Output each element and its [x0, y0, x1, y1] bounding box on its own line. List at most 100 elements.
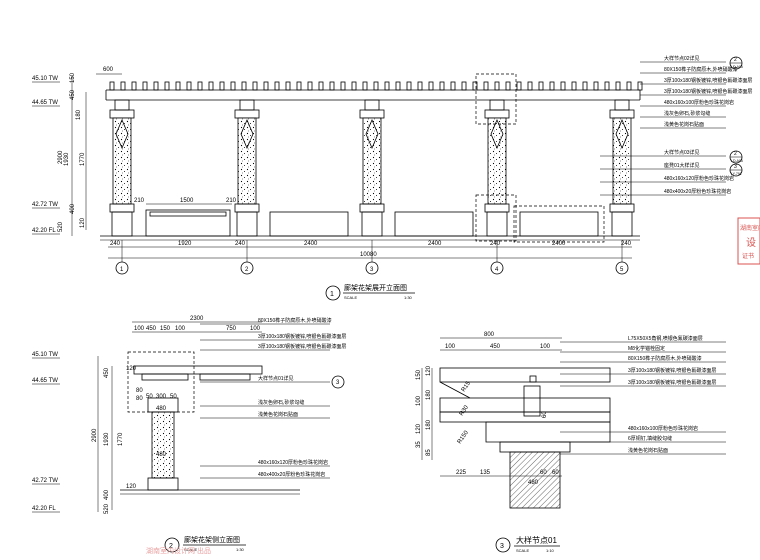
callout-top-0: 大样节点02详见 — [664, 55, 700, 62]
side-level-3: 42.20 FL — [32, 506, 56, 512]
rafter-end — [472, 81, 478, 91]
rafter-end — [461, 81, 467, 91]
rafter-end — [109, 81, 115, 91]
level-1: 44.65 TW — [32, 100, 58, 106]
side-level-2: 42.72 TW — [32, 478, 58, 484]
rafter-end — [241, 81, 247, 91]
title-3-name: 大样节点01 — [516, 535, 557, 545]
bottom-dims: 240 1920 240 2400 2400 240 2400 240 1008… — [110, 241, 632, 258]
total-dim: 10080 — [360, 252, 377, 258]
level-marks: 45.10 TW 44.65 TW 42.72 TW 42.20 FL — [32, 76, 60, 235]
stamp-line3: 证书 — [742, 252, 754, 260]
rafter-end — [571, 81, 577, 91]
watermark: 湖南室内设计网 出品 — [146, 546, 211, 555]
rafter-end — [142, 81, 148, 91]
title-3-scale: 1:10 — [546, 548, 555, 553]
bottom-dim-5: 240 — [490, 241, 501, 247]
detail-callout-5: 480x160x100厚粉色珍珠花岗岩 — [628, 425, 698, 432]
side-small-0: 120 — [126, 366, 137, 372]
detail-top-2: 100 — [540, 344, 551, 350]
level-3: 42.20 FL — [32, 228, 56, 234]
axis-label-1: 1 — [120, 267, 124, 273]
rafter-end — [274, 81, 280, 91]
rafter-end — [296, 81, 302, 91]
detail-top-0: 100 — [445, 344, 456, 350]
rafter-end — [538, 81, 544, 91]
pillar-2 — [234, 99, 260, 237]
vdim-outer-0: 150 — [70, 72, 76, 83]
detail-callout-1: M8化学锚栓固定 — [628, 345, 665, 352]
side-top-dim-3: 100 — [175, 326, 186, 332]
side-top-dim-4: 750 — [226, 326, 237, 332]
callout-bottom-1: 座凳01大样详见 — [664, 162, 700, 169]
detail-bottom-2: 60 — [540, 470, 547, 476]
pillars — [109, 99, 635, 237]
callout-top-sheet-0: LD-A05 — [731, 65, 743, 69]
benches — [145, 73, 605, 243]
front-elevation: 600 210 1500 210 — [32, 55, 752, 301]
callout-top-1: 80X150榫子防腐原木,外喷硝酸漆 — [664, 66, 738, 73]
detail-vdims: 150 120 100 180 120 180 35 85 — [416, 365, 432, 456]
rafter-end — [186, 81, 192, 91]
rafter-end — [120, 81, 126, 91]
title-1-scale-label: SCALE — [344, 295, 357, 300]
detail-callout-0: L75X50X5角钢,喷银色氟碳漆面层 — [628, 335, 703, 342]
title-1-num: 1 — [330, 291, 334, 298]
side-callout-7: 480x400x20厚粉色珍珠花岗岩 — [258, 471, 325, 478]
rafter-end — [560, 81, 566, 91]
stamp-line1: 湖南室内 — [740, 224, 760, 232]
top-dim: 600 — [103, 67, 114, 73]
detail-top-total: 800 — [484, 332, 495, 338]
rafter-end — [582, 81, 588, 91]
detail-angle-2: R150 — [457, 429, 471, 445]
side-top-total: 2300 — [190, 316, 204, 322]
bottom-dim-7: 240 — [621, 241, 632, 247]
vdim-outer-3: 400 — [70, 203, 76, 214]
detail-01: 800 100 450 100 150 120 100 180 120 180 … — [416, 332, 726, 553]
callout-bottom-0: 大样节点03详见 — [664, 149, 700, 156]
pillar-4 — [484, 99, 510, 237]
side-level-1: 44.65 TW — [32, 378, 58, 384]
side-vdim-outer-0: 2900 — [92, 428, 98, 442]
pillar-5 — [609, 99, 635, 237]
rafter-end — [494, 81, 500, 91]
rafter-end — [505, 81, 511, 91]
rafter-end — [318, 81, 324, 91]
detail-angle-0: R15 — [461, 380, 473, 393]
callout-bottom-sheet-1: LY-791 — [731, 172, 742, 176]
title-1: 1 廊架花架展开立面图 SCALE 1:30 — [325, 283, 415, 301]
detail-top-1: 450 — [490, 344, 501, 350]
side-callout-5: 浅黄色花岗石贴面 — [258, 411, 298, 418]
side-level-0: 45.10 TW — [32, 352, 58, 358]
detail-bottom-0: 225 — [456, 470, 467, 476]
callout-bottom-3: 480x400x20厚粉色珍珠花岗岩 — [664, 188, 731, 195]
side-elevation: 2300 100 450 150 100 750 100 45.10 TW 44… — [32, 316, 346, 553]
detail-angle-1: R30 — [459, 404, 471, 417]
rafter-end — [428, 81, 434, 91]
bottom-dim-0: 240 — [110, 241, 121, 247]
detail-bottom-3: 60 — [552, 470, 559, 476]
side-vdim-outer-2: 520 — [104, 503, 110, 514]
level-0: 45.10 TW — [32, 76, 58, 82]
detail-vdim-6: 35 — [416, 441, 422, 448]
side-top-dim-0: 100 — [134, 326, 145, 332]
rafter-end — [285, 81, 291, 91]
rafter-end — [208, 81, 214, 91]
bottom-dim-2: 240 — [235, 241, 246, 247]
callout-bottom-2: 480x160x120厚粉色珍珠花岗岩 — [664, 175, 734, 182]
title-3-scale-label: SCALE — [516, 548, 529, 553]
side-small-1: 80 — [136, 388, 143, 394]
detail-angles: R15 R30 R150 — [457, 380, 473, 445]
detail-vdim-2: 100 — [416, 395, 422, 406]
vdim-outer-1: 450 — [70, 89, 76, 100]
rafter-end — [362, 81, 368, 91]
side-callout-3: 大样节点01详见 — [258, 375, 294, 382]
detail-callout-2: 80X150榫子防腐原木,外喷硝酸漆 — [628, 355, 702, 362]
rafter-end — [593, 81, 599, 91]
axis-label-2: 2 — [245, 267, 249, 273]
bench-dim-0: 210 — [134, 198, 145, 204]
side-small-2: 80 — [136, 396, 143, 402]
